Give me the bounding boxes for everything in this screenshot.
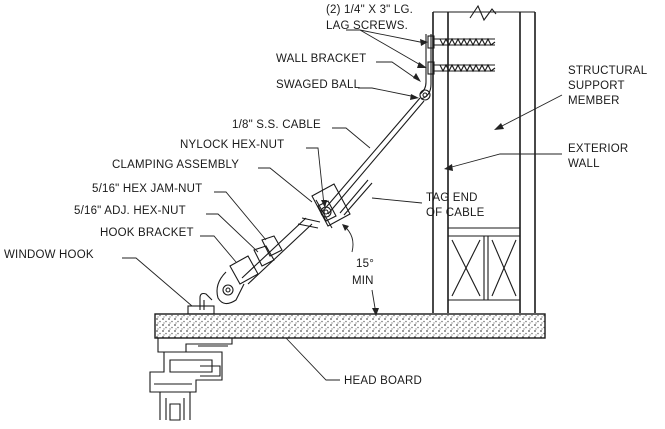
label-structural-3: MEMBER [568,95,620,107]
label-hex-jam-nut: 5/16" HEX JAM-NUT [92,183,202,195]
label-tag-end-1: TAG END [426,192,478,204]
label-tag-end-2: OF CABLE [426,207,485,219]
window-hook [187,292,215,315]
label-angle-value: 15° [356,258,374,270]
label-swaged-ball: SWAGED BALL [276,79,361,91]
label-hook-bracket: HOOK BRACKET [100,227,194,239]
hook-bracket [216,255,259,305]
threaded-rod [241,217,313,285]
label-angle-min: MIN [352,275,374,287]
adj-hex-nut [253,245,275,267]
labels: (2) 1/4" X 3" LG. LAG SCREWS. WALL BRACK… [4,4,648,387]
label-lag-screws-1: (2) 1/4" X 3" LG. [326,4,413,16]
label-structural-2: SUPPORT [568,80,625,92]
hex-jam-nut [261,235,283,257]
angle-arc [342,224,354,253]
ss-cable [321,97,425,216]
label-ss-cable: 1/8" S.S. CABLE [232,119,321,131]
head-board [154,313,546,339]
leader-lines [122,29,563,381]
label-lag-screws-2: LAG SCREWS. [326,20,408,32]
window-frame [149,338,233,421]
label-nylock-hex-nut: NYLOCK HEX-NUT [180,139,284,151]
lag-screws [427,35,496,75]
label-window-hook: WINDOW HOOK [4,249,94,261]
label-clamping-assembly: CLAMPING ASSEMBLY [112,159,239,171]
label-adj-hex-nut: 5/16" ADJ. HEX-NUT [74,205,186,217]
swaged-ball [419,89,431,101]
label-structural-1: STRUCTURAL [568,65,648,77]
label-head-board: HEAD BOARD [344,375,422,387]
label-exterior-2: WALL [568,158,600,170]
structural-wall [432,4,536,313]
label-wall-bracket: WALL BRACKET [276,53,366,65]
label-exterior-1: EXTERIOR [568,143,628,155]
